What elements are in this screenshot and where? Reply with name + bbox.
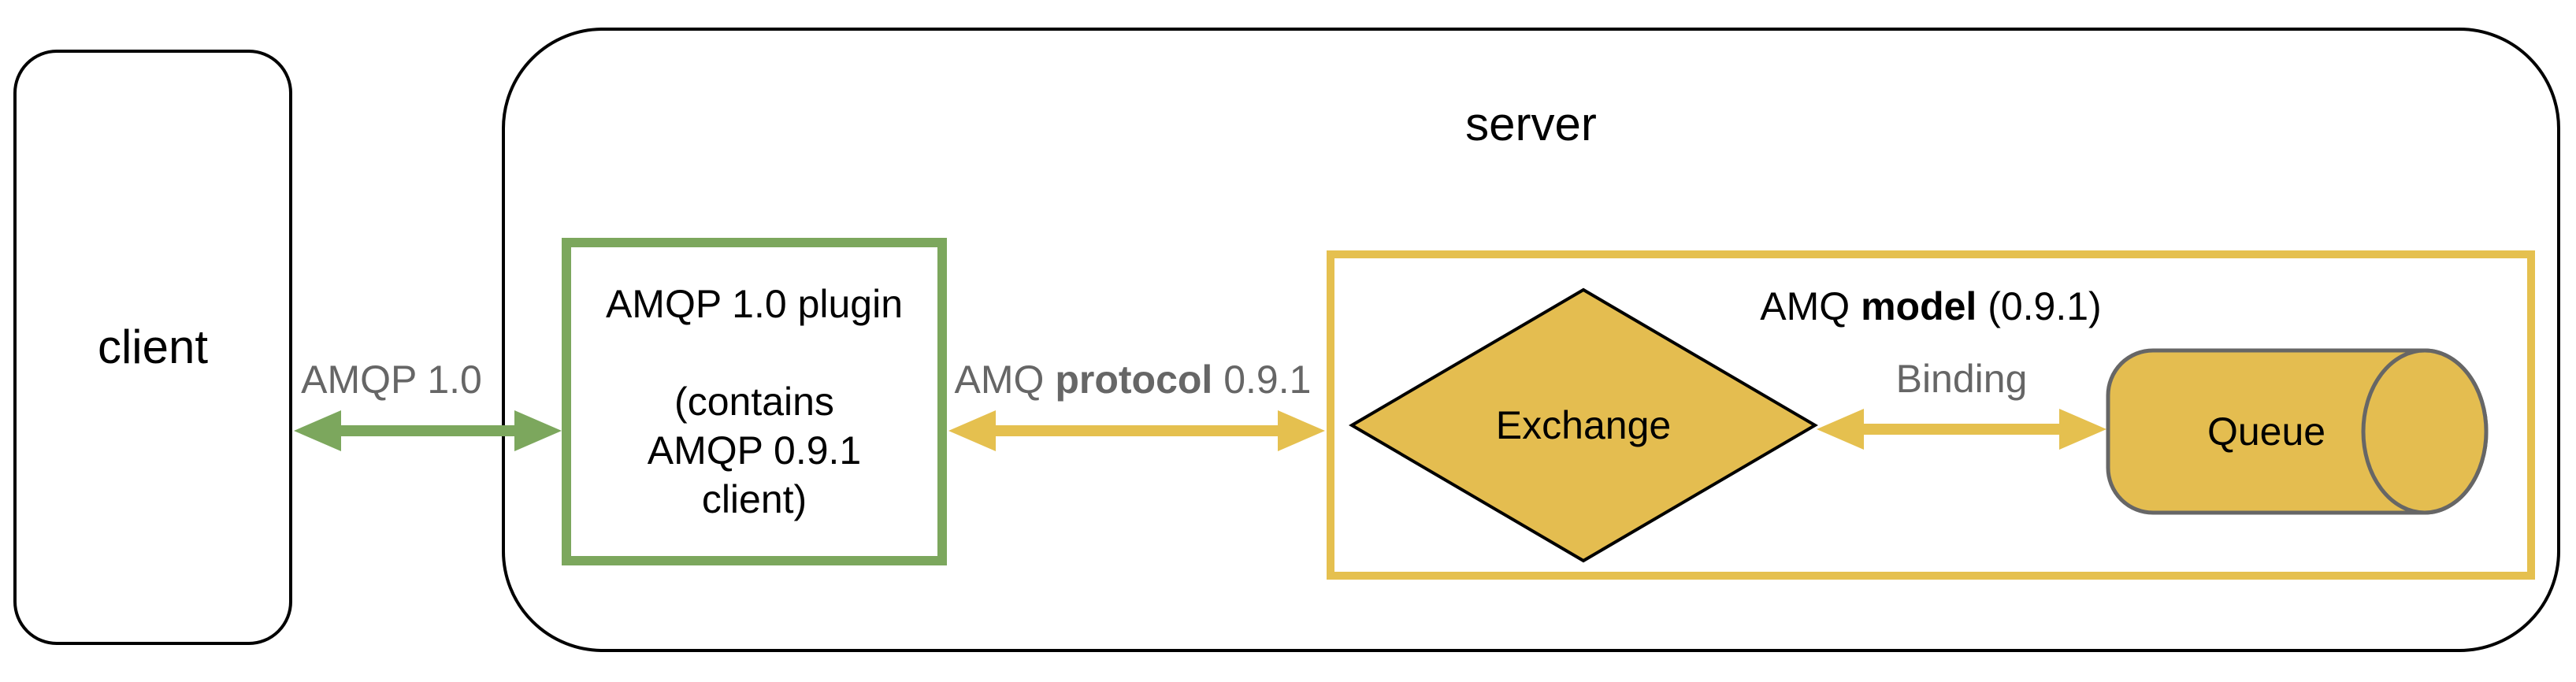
- plugin-subtext-line-1: (contains: [674, 380, 834, 424]
- exchange-node-label: Exchange: [1495, 403, 1672, 447]
- queue-node-label: Queue: [2207, 410, 2326, 454]
- amq-model-title: AMQ model (0.9.1): [1760, 284, 2102, 328]
- client-node: client: [13, 50, 292, 645]
- amqp-plugin-node: AMQP 1.0 plugin (contains AMQP 0.9.1 cli…: [562, 238, 947, 565]
- plugin-subtext-line-3: client): [701, 477, 807, 521]
- amq-model-group: [1327, 250, 2535, 580]
- amqp10-edge-label: AMQP 1.0: [296, 359, 487, 400]
- client-node-label: client: [97, 321, 209, 373]
- plugin-title: AMQP 1.0 plugin: [605, 282, 904, 326]
- server-node-label: server: [1465, 98, 1597, 150]
- amq-protocol-edge-label: AMQ protocol 0.9.1: [949, 359, 1316, 400]
- plugin-subtext-line-2: AMQP 0.9.1: [647, 428, 862, 473]
- binding-edge-label: Binding: [1891, 358, 2032, 399]
